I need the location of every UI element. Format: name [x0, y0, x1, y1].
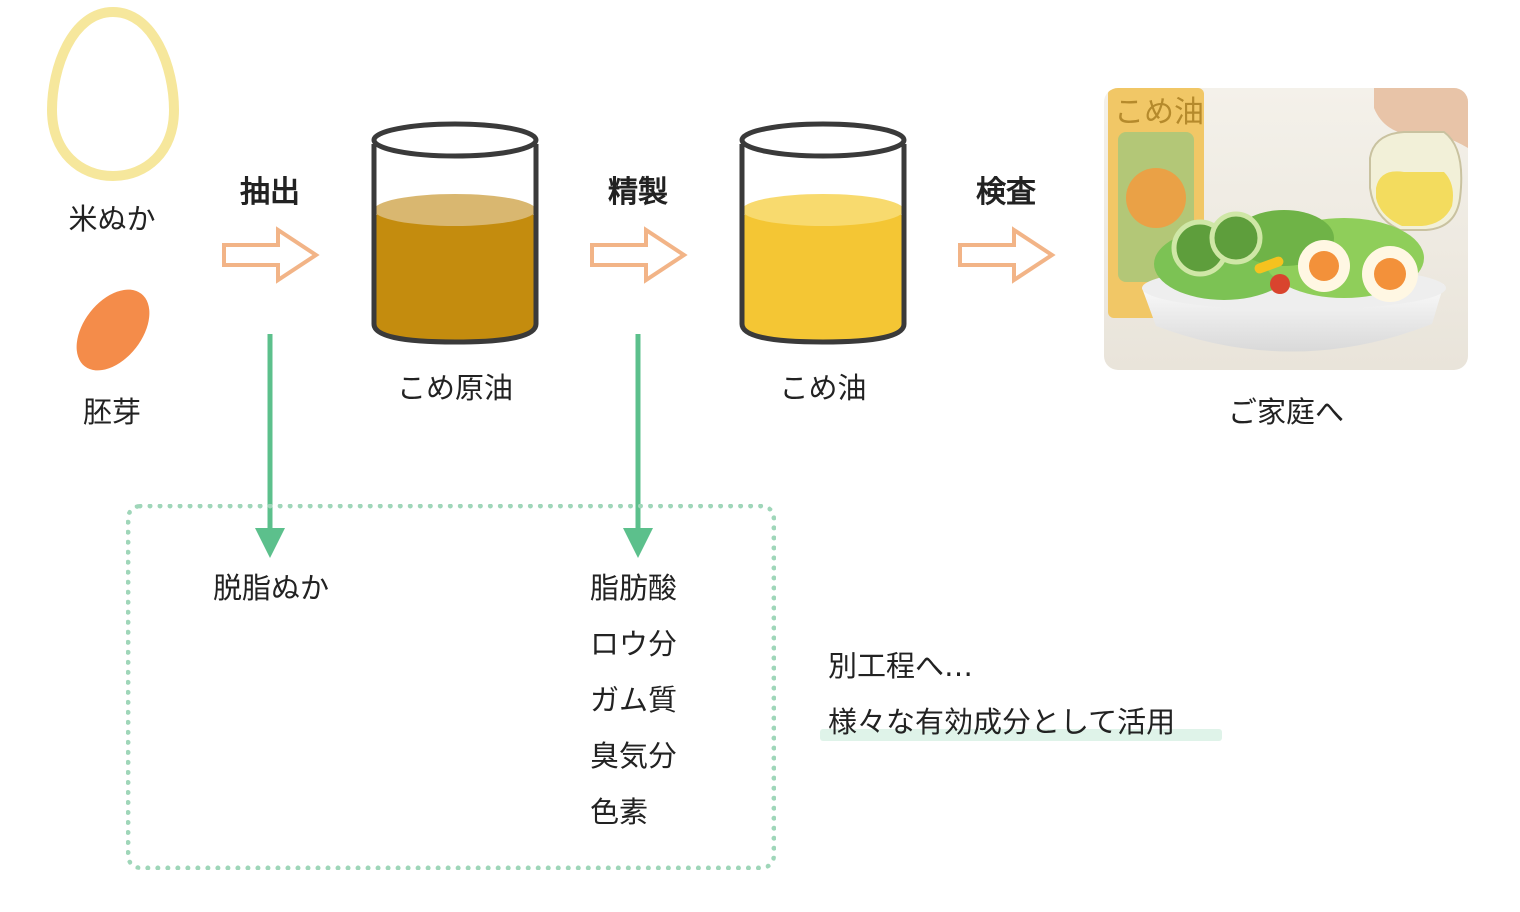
step-inspection: 検査 [976, 175, 1036, 210]
byproduct-item: ロウ分 [590, 627, 678, 661]
down-arrow-icon [255, 334, 285, 558]
right-arrow-icon [222, 226, 320, 284]
byproduct-item: 色素 [590, 795, 649, 829]
step-refining: 精製 [608, 175, 668, 210]
rice-oil-label: こめ油 [779, 371, 867, 405]
note-highlight [820, 729, 1222, 741]
defatted-bran-label: 脱脂ぬか [212, 571, 329, 605]
to-homes-label: ご家庭へ [1227, 395, 1344, 429]
right-arrow-icon [590, 226, 688, 284]
byproducts-box [126, 504, 776, 870]
rice-bran-label: 米ぬか [68, 202, 156, 236]
bottle-label: こめ油 [1114, 96, 1204, 129]
step-extraction: 抽出 [240, 175, 300, 210]
down-arrow-icon [623, 334, 653, 558]
salad-photo: こめ油 [1104, 88, 1468, 370]
germ-icon [76, 289, 150, 371]
right-arrow-icon [958, 226, 1056, 284]
rice-bran-icon [46, 6, 180, 182]
note-line-1: 別工程へ… [828, 649, 974, 683]
crude-oil-beaker-icon [371, 121, 539, 345]
byproduct-item: ガム質 [590, 683, 678, 717]
rice-oil-beaker-icon [739, 121, 907, 345]
crude-oil-label: こめ原油 [396, 371, 513, 405]
note-line-2: 様々な有効成分として活用 [828, 705, 1176, 739]
byproduct-item: 臭気分 [590, 739, 678, 773]
byproduct-item: 脂肪酸 [590, 571, 678, 605]
germ-label: 胚芽 [82, 395, 141, 429]
